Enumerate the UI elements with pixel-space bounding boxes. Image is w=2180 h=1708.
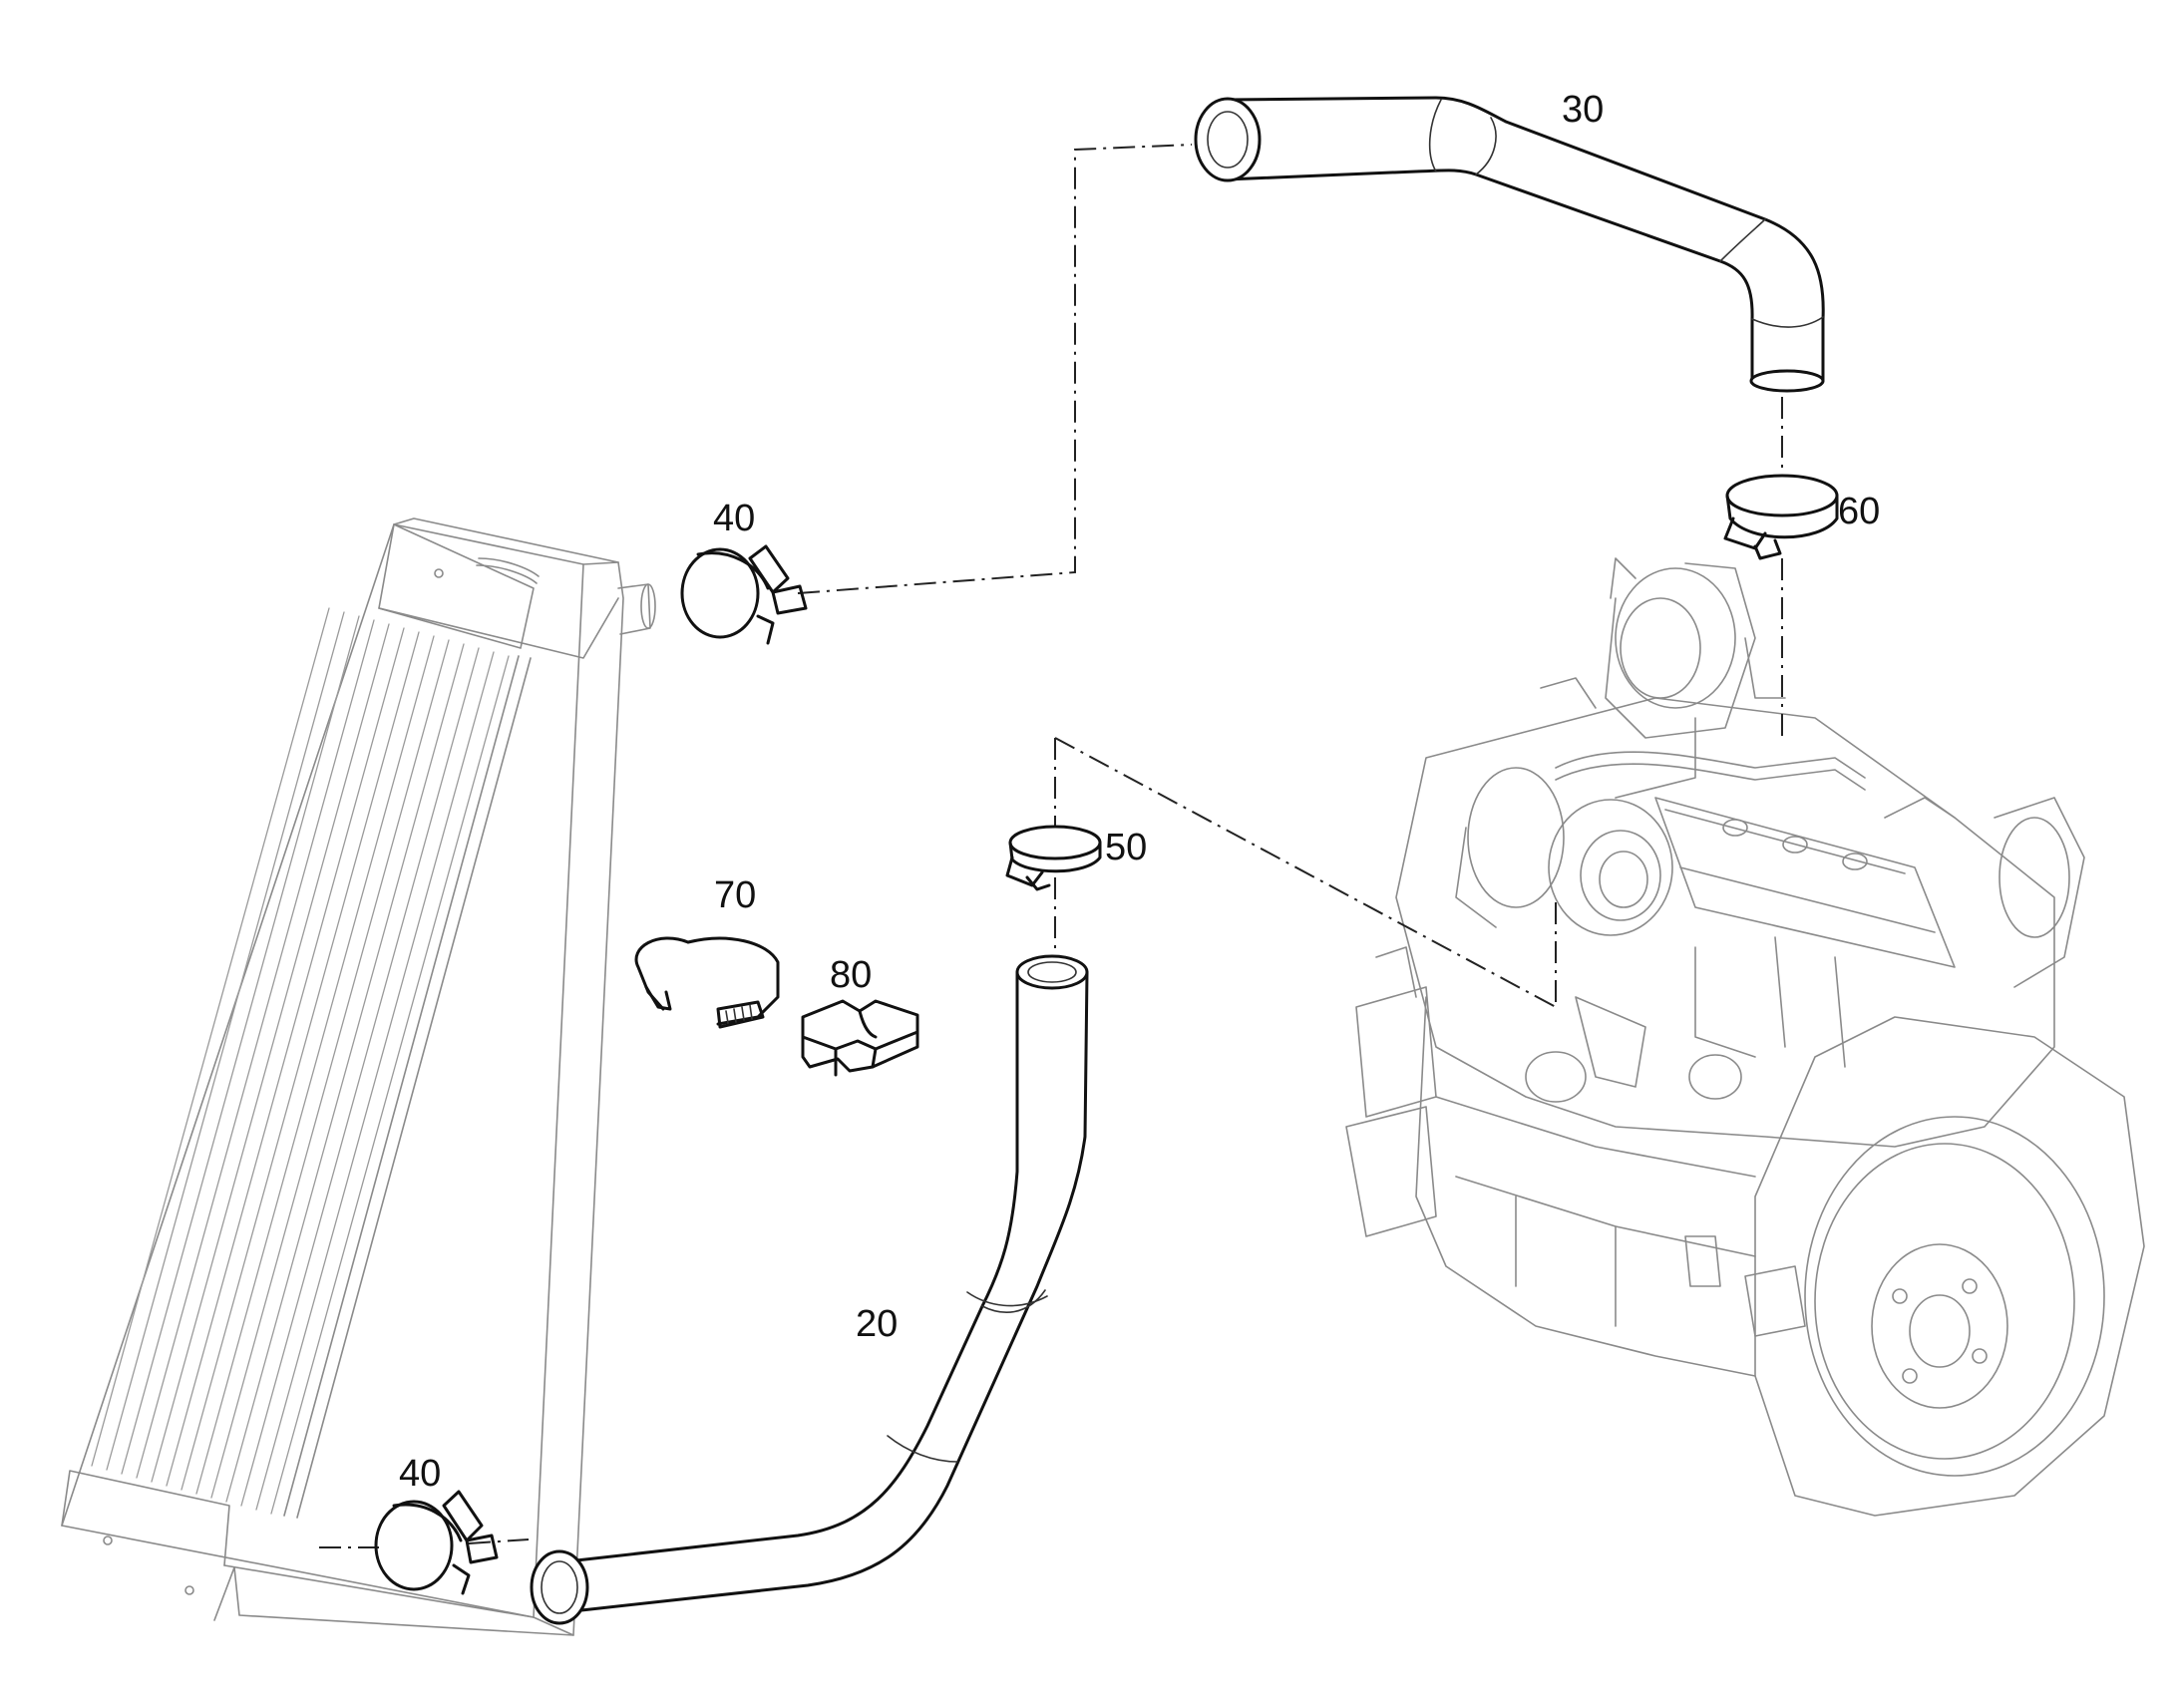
cable-strap-70	[634, 936, 780, 1029]
callout-80: 80	[830, 954, 872, 996]
callout-40-bottom: 40	[399, 1453, 441, 1495]
hose-clamp-50	[1005, 825, 1102, 891]
callout-60: 60	[1838, 491, 1880, 532]
callout-20: 20	[856, 1303, 898, 1345]
callout-40-top: 40	[713, 498, 755, 539]
hose-upper-30	[1194, 96, 1825, 393]
hose-clamp-60	[1723, 474, 1839, 560]
callout-70: 70	[714, 874, 756, 916]
engine	[1345, 557, 2145, 1517]
callout-labels: 30 40 60 50 70 80 20 40	[399, 89, 1880, 1495]
hose-clamp-40-bottom	[374, 1490, 499, 1595]
leader-lines	[319, 144, 1783, 1548]
callout-50: 50	[1105, 827, 1147, 868]
rubber-block-80	[801, 999, 919, 1077]
hose-lower-20	[530, 954, 1089, 1625]
charge-air-cooler	[61, 517, 656, 1636]
hose-clamp-40-top	[680, 544, 808, 645]
cooler-fins	[91, 607, 510, 1515]
callout-30: 30	[1562, 89, 1604, 131]
